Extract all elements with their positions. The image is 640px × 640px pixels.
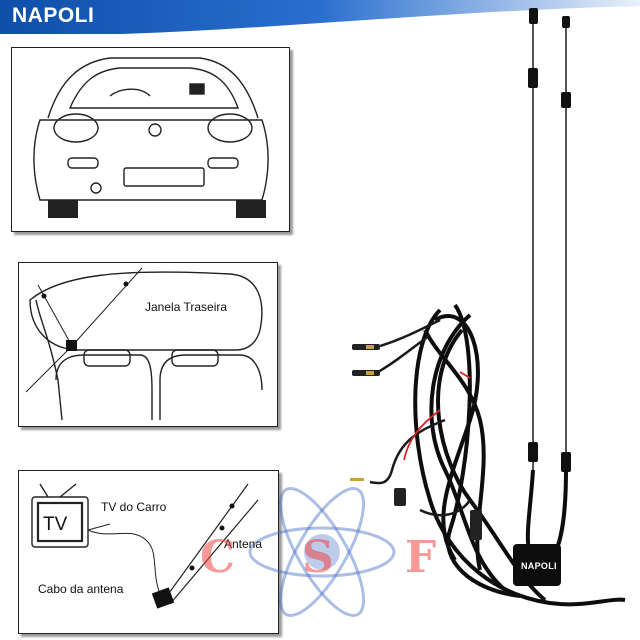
module-brand-text: NAPOLI: [521, 561, 557, 571]
rear-window-panel: [18, 262, 278, 427]
car-front-icon: [33, 57, 269, 201]
top-banner: [0, 0, 640, 34]
rear-window-icon: [29, 271, 263, 421]
watermark-letter-f: F: [405, 532, 437, 583]
brand-logo: NAPOLI: [12, 4, 95, 27]
watermark-letter-s: S: [302, 532, 334, 583]
tv-screen-text: TV: [43, 514, 68, 535]
car-tv-label: TV do Carro: [101, 500, 167, 514]
tv-icon: [31, 483, 89, 548]
rear-window-label: Janela Traseira: [145, 300, 228, 314]
watermark-letter-c: C: [200, 532, 236, 583]
antenna-label: Antena: [224, 537, 263, 551]
cable-label: Cabo da antena: [38, 582, 124, 596]
antenna-module: [513, 544, 561, 586]
atom-logo-icon: [248, 487, 396, 617]
antenna-icon: [25, 267, 143, 393]
cable-icon: [87, 523, 163, 599]
